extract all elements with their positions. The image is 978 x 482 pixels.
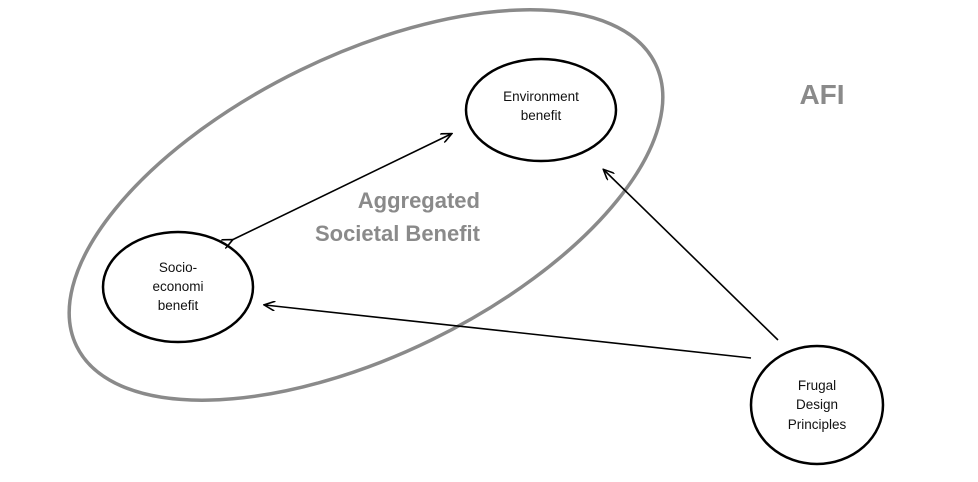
- arrow-frugal-to-socio: [265, 305, 752, 359]
- aggregated-benefit-group-outline: [67, 8, 665, 402]
- socio-label-line-3: benefit: [158, 298, 199, 313]
- group-label-line-1: Aggregated: [358, 188, 480, 213]
- afi-label: AFI: [799, 79, 844, 110]
- arrow-frugal-to-environment: [604, 170, 779, 341]
- frugal-design-principles-node: [749, 344, 885, 466]
- environment-label-line-2: benefit: [521, 108, 562, 123]
- socio-label-line-1: Socio-: [159, 260, 197, 275]
- socio-label-line-2: economi: [152, 279, 203, 294]
- frugal-label-line-3: Principles: [788, 417, 847, 432]
- environment-benefit-node: [464, 57, 618, 163]
- socio-economic-benefit-node: [101, 230, 255, 344]
- frugal-label-line-1: Frugal: [798, 378, 836, 393]
- arrow-socio-environment: [232, 134, 451, 240]
- environment-label-line-1: Environment: [503, 89, 579, 104]
- group-label-line-2: Societal Benefit: [315, 221, 481, 246]
- frugal-label-line-2: Design: [796, 397, 838, 412]
